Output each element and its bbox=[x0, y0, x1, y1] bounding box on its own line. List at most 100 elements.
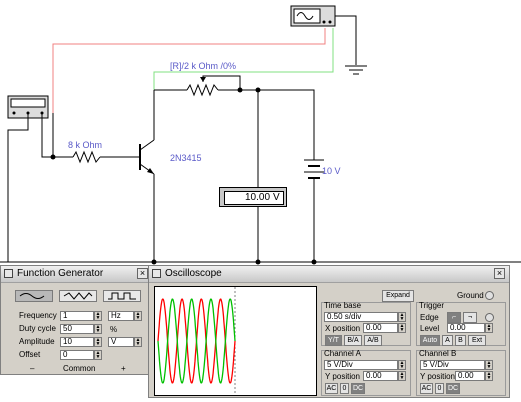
voltmeter[interactable]: 10.00 V bbox=[219, 187, 287, 207]
level-label: Level bbox=[420, 324, 440, 333]
voltmeter-value: 10.00 bbox=[245, 192, 271, 203]
yt-mode-button[interactable]: Y/T bbox=[325, 335, 342, 346]
battery-10v[interactable] bbox=[304, 159, 324, 179]
red-probe-wire bbox=[52, 28, 326, 113]
channel-b-y-position-input[interactable]: 0.00 bbox=[455, 371, 485, 381]
falling-edge-button[interactable]: ¬ bbox=[463, 312, 477, 323]
offset-spinner[interactable]: ▲▼ bbox=[94, 350, 102, 360]
frequency-input[interactable]: 1 bbox=[60, 311, 94, 321]
window-icon bbox=[4, 269, 13, 278]
channel-b-trace bbox=[157, 298, 236, 384]
channel-a-y-position-label: Y position bbox=[325, 372, 360, 381]
duty-cycle-unit: % bbox=[110, 325, 118, 334]
channel-b-y-position-label: Y position bbox=[420, 372, 455, 381]
close-icon: × bbox=[496, 268, 503, 278]
ground-terminal[interactable] bbox=[485, 291, 494, 300]
channel-a-group bbox=[321, 350, 411, 396]
trigger-ext-button[interactable]: Ext bbox=[468, 335, 486, 346]
voltmeter-display: 10.00 V bbox=[224, 191, 284, 205]
ground-label: Ground bbox=[457, 291, 484, 300]
channel-b-ac-button[interactable]: AC bbox=[420, 383, 433, 394]
resistor-8k[interactable] bbox=[72, 150, 101, 164]
voltmeter-unit: V bbox=[273, 192, 280, 203]
function-generator-titlebar[interactable]: Function Generator × bbox=[1, 266, 149, 283]
triangle-wave-icon bbox=[63, 292, 93, 300]
trigger-b-button[interactable]: B bbox=[455, 335, 466, 346]
channel-b-title: Channel B bbox=[419, 349, 457, 358]
close-button[interactable]: × bbox=[137, 268, 148, 279]
channel-a-scale-input[interactable]: 5 V/Div bbox=[324, 360, 398, 370]
ba-mode-button[interactable]: B/A bbox=[344, 335, 362, 346]
square-wave-button[interactable] bbox=[103, 290, 141, 302]
oscilloscope-screen bbox=[154, 286, 317, 396]
trigger-a-button[interactable]: A bbox=[442, 335, 453, 346]
ab-mode-button[interactable]: A/B bbox=[364, 335, 382, 346]
potentiometer-label: [R]/2 k Ohm /0% bbox=[170, 61, 237, 71]
amplitude-unit-select[interactable]: V bbox=[108, 337, 134, 347]
square-wave-icon bbox=[108, 292, 136, 300]
channel-b-scale-input[interactable]: 5 V/Div bbox=[420, 360, 485, 370]
channel-a-scale-spinner[interactable]: ▲▼ bbox=[398, 360, 406, 370]
x-position-spinner[interactable]: ▲▼ bbox=[398, 323, 406, 333]
auto-trigger-button[interactable]: Auto bbox=[420, 335, 440, 346]
oscilloscope-title: Oscilloscope bbox=[165, 268, 222, 279]
x-position-input[interactable]: 0.00 bbox=[363, 323, 398, 333]
plus-terminal[interactable]: + bbox=[121, 364, 126, 373]
edge-label: Edge bbox=[420, 313, 439, 322]
amplitude-spinner[interactable]: ▲▼ bbox=[94, 337, 102, 347]
function-generator-title: Function Generator bbox=[17, 268, 104, 279]
amplitude-label: Amplitude bbox=[19, 337, 55, 346]
transistor-label: 2N3415 bbox=[170, 153, 202, 163]
channel-b-scale-spinner[interactable]: ▲▼ bbox=[485, 360, 493, 370]
channel-b-dc-button[interactable]: DC bbox=[446, 383, 460, 394]
level-spinner[interactable]: ▲▼ bbox=[485, 323, 493, 333]
channel-a-zero-button[interactable]: 0 bbox=[340, 383, 349, 394]
triangle-wave-button[interactable] bbox=[59, 290, 97, 302]
rising-edge-icon: ⌐ bbox=[451, 314, 457, 321]
duty-cycle-spinner[interactable]: ▲▼ bbox=[94, 324, 102, 334]
resistor-label: 8 k Ohm bbox=[68, 140, 103, 150]
frequency-unit-spinner[interactable]: ▲▼ bbox=[134, 311, 142, 321]
trigger-title: Trigger bbox=[419, 301, 445, 310]
frequency-spinner[interactable]: ▲▼ bbox=[94, 311, 102, 321]
channel-b-group bbox=[416, 350, 506, 396]
duty-cycle-input[interactable]: 50 bbox=[60, 324, 94, 334]
amplitude-input[interactable]: 10 bbox=[60, 337, 94, 347]
close-icon: × bbox=[139, 268, 146, 278]
channel-b-y-position-spinner[interactable]: ▲▼ bbox=[485, 371, 493, 381]
offset-input[interactable]: 0 bbox=[60, 350, 94, 360]
frequency-label: Frequency bbox=[19, 311, 57, 320]
channel-a-title: Channel A bbox=[324, 349, 361, 358]
channel-b-zero-button[interactable]: 0 bbox=[435, 383, 444, 394]
offset-label: Offset bbox=[19, 350, 41, 359]
rising-edge-button[interactable]: ⌐ bbox=[447, 312, 461, 323]
minus-terminal[interactable]: – bbox=[30, 364, 35, 373]
green-probe-wire bbox=[153, 28, 334, 90]
level-input[interactable]: 0.00 bbox=[447, 323, 485, 333]
external-trigger-terminal[interactable] bbox=[485, 313, 494, 322]
channel-a-dc-button[interactable]: DC bbox=[351, 383, 365, 394]
falling-edge-icon: ¬ bbox=[467, 314, 473, 321]
expand-button[interactable]: Expand bbox=[382, 290, 414, 302]
time-base-input[interactable]: 0.50 s/div bbox=[324, 312, 398, 322]
sine-wave-icon bbox=[19, 293, 45, 299]
transistor-2n3415[interactable] bbox=[139, 90, 155, 175]
potentiometer[interactable] bbox=[186, 83, 219, 97]
battery-label: 10 V bbox=[322, 166, 341, 176]
channel-a-ac-button[interactable]: AC bbox=[325, 383, 338, 394]
close-button[interactable]: × bbox=[494, 268, 505, 279]
time-base-title: Time base bbox=[324, 301, 362, 310]
x-position-label: X position bbox=[325, 324, 361, 333]
duty-cycle-label: Duty cycle bbox=[19, 324, 56, 333]
frequency-unit-select[interactable]: Hz bbox=[108, 311, 134, 321]
time-base-spinner[interactable]: ▲▼ bbox=[398, 312, 406, 322]
common-terminal[interactable]: Common bbox=[63, 364, 96, 373]
channel-a-y-position-spinner[interactable]: ▲▼ bbox=[398, 371, 406, 381]
channel-a-y-position-input[interactable]: 0.00 bbox=[363, 371, 398, 381]
oscilloscope-symbol[interactable] bbox=[290, 5, 336, 27]
amplitude-unit-spinner[interactable]: ▲▼ bbox=[134, 337, 142, 347]
sine-wave-button[interactable] bbox=[15, 290, 53, 302]
oscilloscope-titlebar[interactable]: Oscilloscope × bbox=[149, 266, 509, 283]
oscilloscope-window: Oscilloscope × Expand Ground Time base 0… bbox=[148, 265, 510, 398]
